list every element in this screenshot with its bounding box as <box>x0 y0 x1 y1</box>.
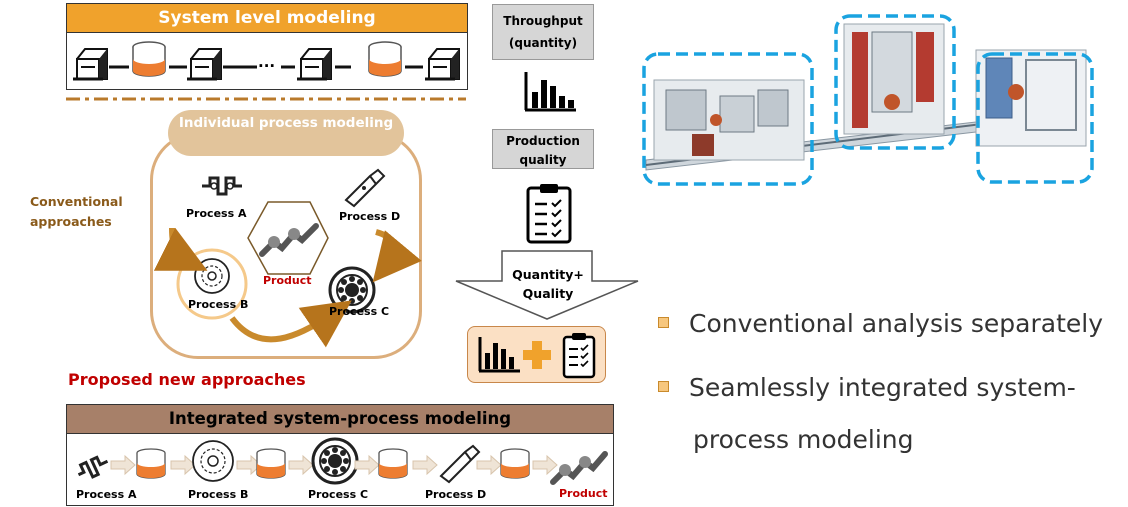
crankshaft-icon <box>202 176 242 196</box>
plus-icon <box>523 341 551 369</box>
bullet-text: Seamlessly integrated system- <box>689 373 1076 402</box>
bullet-text: process modeling <box>693 425 914 454</box>
arrow-icon <box>170 455 196 475</box>
highlight-box-3 <box>976 52 1094 184</box>
factory-cell-1 <box>653 79 805 161</box>
integrated-modeling-title: Integrated system-process modeling <box>66 404 614 434</box>
bullet-text: Conventional analysis separately <box>689 309 1104 338</box>
arrow-icon <box>532 455 558 475</box>
buffer-icon <box>132 41 166 77</box>
checklist-icon <box>562 333 596 379</box>
quantity-quality-label: Quantity+ Quality <box>512 267 584 301</box>
buffer-icon <box>136 448 166 479</box>
bullet-item-2-continued: process modeling <box>693 425 914 454</box>
highlight-box-2 <box>834 14 956 150</box>
factory-illustration <box>642 14 1094 186</box>
bullet-square-icon <box>658 316 669 328</box>
buffer-icon <box>256 448 286 479</box>
buffer-icon <box>378 448 408 479</box>
arrow-icon <box>476 455 502 475</box>
crankshaft-product-icon <box>550 451 608 485</box>
arrow-icon <box>288 455 314 475</box>
bar-chart-icon <box>524 72 576 112</box>
combined-icons <box>478 333 596 379</box>
production-quality-box: Production quality <box>492 129 594 169</box>
throughput-box: Throughput (quantity) <box>492 4 594 60</box>
arrow-icon <box>110 455 136 475</box>
system-level-title: System level modeling <box>66 3 468 33</box>
product-label: Product <box>559 487 608 500</box>
integrated-flow-diagram <box>77 437 608 485</box>
bullet-item-1: Conventional analysis separately <box>658 309 1103 338</box>
disc-icon <box>194 258 230 294</box>
machine-icon <box>295 47 333 81</box>
flow-ellipsis: ... <box>258 53 276 71</box>
process-a-label: Process A <box>186 207 247 220</box>
disc-icon <box>192 440 234 482</box>
process-c-label: Process C <box>308 488 369 501</box>
product-label: Product <box>263 274 312 287</box>
tool-icon <box>344 168 386 208</box>
machine-icon <box>71 47 109 81</box>
factory-cell-3 <box>975 49 1087 147</box>
machine-icon <box>423 47 461 81</box>
arrow-d-to-c <box>372 229 422 283</box>
buffer-icon <box>368 41 402 77</box>
arrow-a-to-b <box>153 227 208 271</box>
machine-icon <box>185 47 223 81</box>
process-a-label: Process A <box>76 488 137 501</box>
arrow-icon <box>354 455 380 475</box>
arrow-icon <box>412 455 438 475</box>
buffer-icon <box>500 448 530 479</box>
combined-metric-box <box>467 326 606 383</box>
tool-icon <box>439 444 481 484</box>
checklist-icon <box>526 184 572 244</box>
factory-cell-2 <box>843 23 945 135</box>
crankshaft-product-icon <box>259 223 319 257</box>
bullet-square-icon <box>658 380 669 392</box>
process-c-label: Process C <box>329 305 390 318</box>
bullet-item-2: Seamlessly integrated system- <box>658 373 1076 402</box>
conventional-approaches-label: Conventional approaches <box>30 194 123 229</box>
bearing-icon <box>311 437 359 485</box>
arrow-b-to-c <box>229 300 352 348</box>
separator-line <box>66 97 466 101</box>
crankshaft-icon <box>77 455 109 479</box>
system-flow-diagram <box>71 41 461 81</box>
bar-chart-icon <box>478 337 520 373</box>
integrated-modeling-panel: Process A Process B Process C Process D … <box>66 434 614 506</box>
down-arrow <box>455 250 639 320</box>
individual-process-diagram <box>153 168 422 348</box>
process-d-label: Process D <box>425 488 487 501</box>
system-level-panel: ... <box>66 33 468 90</box>
proposed-approaches-label: Proposed new approaches <box>68 370 306 389</box>
process-b-label: Process B <box>188 298 249 311</box>
individual-process-title: Individual process modeling <box>168 110 404 156</box>
process-d-label: Process D <box>339 210 401 223</box>
process-b-label: Process B <box>188 488 249 501</box>
